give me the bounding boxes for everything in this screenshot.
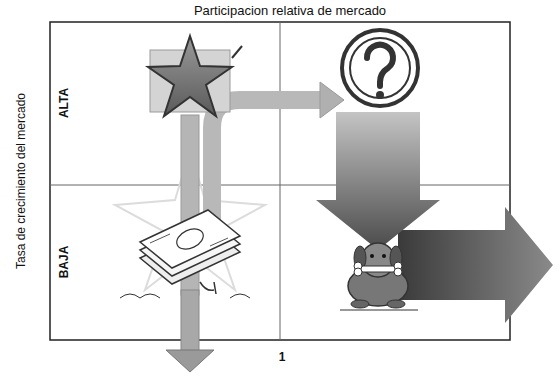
illustration-part xyxy=(351,300,369,308)
money-icon xyxy=(120,210,250,298)
dog-icon xyxy=(340,243,418,310)
axis-title: Tasa de crecimiento del mercado xyxy=(15,93,28,269)
illustration-part xyxy=(360,266,396,272)
harvest-shaft xyxy=(181,290,199,352)
illustration-part xyxy=(370,254,374,258)
illustration-part xyxy=(382,254,386,258)
illustration-part xyxy=(394,268,402,276)
illustration-part xyxy=(340,310,418,311)
row-label: BAJA xyxy=(58,246,71,279)
axis-tick: 1 xyxy=(279,351,286,364)
illustration-part xyxy=(354,268,362,276)
illustration-part xyxy=(200,282,216,294)
illustration-part xyxy=(376,91,384,99)
funding-arrow xyxy=(212,100,322,228)
illustration-part xyxy=(367,45,393,86)
decline-arrow xyxy=(316,112,440,250)
illustration-part xyxy=(387,300,405,308)
illustration-part xyxy=(140,210,240,268)
illustration-part xyxy=(342,30,418,106)
axis-title: Participacion relativa de mercado xyxy=(194,4,386,18)
harvest-head xyxy=(166,350,214,372)
illustration-part xyxy=(120,294,250,298)
divest-arrow xyxy=(398,207,553,323)
illustration-part xyxy=(232,46,242,58)
quadrant-divider xyxy=(50,185,510,186)
illustration-part xyxy=(148,36,232,116)
quadrant-divider xyxy=(280,22,281,340)
question-icon xyxy=(342,30,418,106)
illustration-part xyxy=(210,238,228,246)
row-label: ALTA xyxy=(58,88,71,118)
illustration-part xyxy=(174,225,207,253)
illustration-part xyxy=(150,234,170,243)
illustration-part xyxy=(350,38,410,98)
funding-head xyxy=(320,82,344,118)
star-icon xyxy=(148,36,242,116)
